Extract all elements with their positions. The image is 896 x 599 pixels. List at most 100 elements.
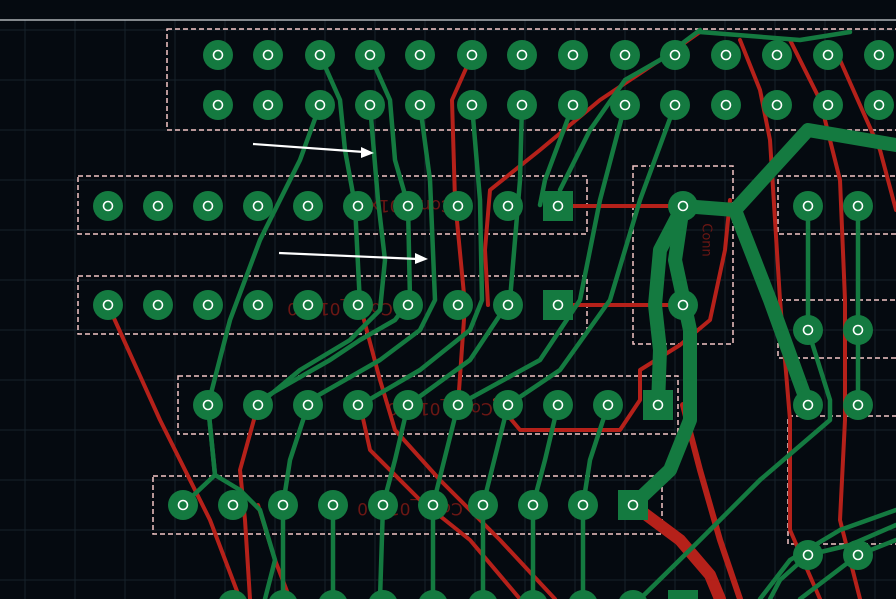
pad-row2[interactable] bbox=[243, 191, 273, 221]
pad-row2[interactable] bbox=[343, 191, 373, 221]
pad-row2[interactable] bbox=[443, 191, 473, 221]
pad-right3[interactable] bbox=[793, 390, 823, 420]
pad-top-row1[interactable] bbox=[253, 40, 283, 70]
pad-right3[interactable] bbox=[843, 390, 873, 420]
pad-row3[interactable] bbox=[493, 290, 523, 320]
pad-row6[interactable] bbox=[618, 590, 648, 599]
pad-row2[interactable] bbox=[143, 191, 173, 221]
pad-row5[interactable] bbox=[568, 490, 598, 520]
pad-top-row2[interactable] bbox=[203, 90, 233, 120]
pad-row3[interactable] bbox=[243, 290, 273, 320]
pad-row5[interactable] bbox=[468, 490, 498, 520]
pad-right2[interactable] bbox=[843, 315, 873, 345]
pad-top-row2[interactable] bbox=[813, 90, 843, 120]
pad-top-row2[interactable] bbox=[253, 90, 283, 120]
pad-row2[interactable] bbox=[93, 191, 123, 221]
pad-row6[interactable] bbox=[218, 590, 248, 599]
pad-top-row1[interactable] bbox=[305, 40, 335, 70]
pad-top-row2[interactable] bbox=[305, 90, 335, 120]
pad-right4[interactable] bbox=[843, 540, 873, 570]
pad-row6[interactable] bbox=[268, 590, 298, 599]
pad-row4[interactable] bbox=[443, 390, 473, 420]
pad-row2-pin1[interactable] bbox=[543, 191, 573, 221]
pad-top-row1[interactable] bbox=[610, 40, 640, 70]
pad-top-row2[interactable] bbox=[355, 90, 385, 120]
pad-row6[interactable] bbox=[518, 590, 548, 599]
pad-row5[interactable] bbox=[268, 490, 298, 520]
pad-top-row2[interactable] bbox=[507, 90, 537, 120]
pad-top-row2[interactable] bbox=[610, 90, 640, 120]
pad-row5[interactable] bbox=[418, 490, 448, 520]
pad-row4[interactable] bbox=[543, 390, 573, 420]
pad-row3[interactable] bbox=[393, 290, 423, 320]
pad-row5-pin1[interactable] bbox=[618, 490, 648, 520]
pad-top-row1[interactable] bbox=[355, 40, 385, 70]
pad-top-row1[interactable] bbox=[762, 40, 792, 70]
pad-row4-pin1[interactable] bbox=[643, 390, 673, 420]
pad-row6[interactable] bbox=[568, 590, 598, 599]
pad-row3-pin1[interactable] bbox=[543, 290, 573, 320]
silk-ref-mid: Conn bbox=[699, 223, 714, 257]
b-trace-27 bbox=[648, 199, 690, 412]
pad-top-row2[interactable] bbox=[405, 90, 435, 120]
pad-top-row1[interactable] bbox=[660, 40, 690, 70]
pad-row3[interactable] bbox=[443, 290, 473, 320]
pad-top-row2[interactable] bbox=[864, 90, 894, 120]
pad-row5[interactable] bbox=[318, 490, 348, 520]
pad-mid-1[interactable] bbox=[668, 191, 698, 221]
pad-right1[interactable] bbox=[843, 191, 873, 221]
pad-row6[interactable] bbox=[318, 590, 348, 599]
pad-row4[interactable] bbox=[343, 390, 373, 420]
f-trace-12 bbox=[838, 58, 896, 212]
pad-top-row1[interactable] bbox=[813, 40, 843, 70]
pad-top-row1[interactable] bbox=[507, 40, 537, 70]
pad-row4[interactable] bbox=[593, 390, 623, 420]
pad-row5[interactable] bbox=[368, 490, 398, 520]
pad-top-row2[interactable] bbox=[762, 90, 792, 120]
pad-right1[interactable] bbox=[793, 191, 823, 221]
pad-top-row2[interactable] bbox=[660, 90, 690, 120]
pad-row2[interactable] bbox=[493, 191, 523, 221]
pad-row3[interactable] bbox=[143, 290, 173, 320]
pad-top-row2[interactable] bbox=[457, 90, 487, 120]
b-trace-30 bbox=[728, 203, 815, 412]
pad-row4[interactable] bbox=[293, 390, 323, 420]
courtyard-row4 bbox=[177, 375, 679, 435]
pad-top-row1[interactable] bbox=[558, 40, 588, 70]
pad-top-row2[interactable] bbox=[558, 90, 588, 120]
pad-top-row1[interactable] bbox=[405, 40, 435, 70]
pad-row6-pin1[interactable] bbox=[668, 590, 698, 599]
pad-row3[interactable] bbox=[293, 290, 323, 320]
back-copper-layer bbox=[180, 27, 896, 599]
pad-row3[interactable] bbox=[193, 290, 223, 320]
pad-top-row2[interactable] bbox=[711, 90, 741, 120]
pad-row4[interactable] bbox=[493, 390, 523, 420]
pad-row6[interactable] bbox=[418, 590, 448, 599]
pad-row5[interactable] bbox=[218, 490, 248, 520]
pad-row3[interactable] bbox=[93, 290, 123, 320]
pad-row4[interactable] bbox=[243, 390, 273, 420]
annotation-layer bbox=[252, 142, 428, 264]
pad-top-row1[interactable] bbox=[457, 40, 487, 70]
pad-top-row1[interactable] bbox=[711, 40, 741, 70]
pad-mid-2[interactable] bbox=[668, 290, 698, 320]
pad-row2[interactable] bbox=[293, 191, 323, 221]
pad-row6[interactable] bbox=[368, 590, 398, 599]
pad-top-row1[interactable] bbox=[203, 40, 233, 70]
silkscreen-layer: Conn_01x10 Conn_01x10 Conn_01x10 Conn_01… bbox=[287, 195, 713, 518]
pad-right4[interactable] bbox=[793, 540, 823, 570]
pad-row5[interactable] bbox=[168, 490, 198, 520]
f-trace-1 bbox=[106, 303, 242, 599]
pad-right2[interactable] bbox=[793, 315, 823, 345]
pad-top-row1[interactable] bbox=[864, 40, 894, 70]
b-trace-13 bbox=[205, 402, 278, 599]
pad-row2[interactable] bbox=[193, 191, 223, 221]
pad-row3[interactable] bbox=[343, 290, 373, 320]
pad-row2[interactable] bbox=[393, 191, 423, 221]
pad-row6[interactable] bbox=[468, 590, 498, 599]
pad-row4[interactable] bbox=[393, 390, 423, 420]
b-trace-9 bbox=[430, 102, 628, 508]
pad-row4[interactable] bbox=[193, 390, 223, 420]
pad-row5[interactable] bbox=[518, 490, 548, 520]
